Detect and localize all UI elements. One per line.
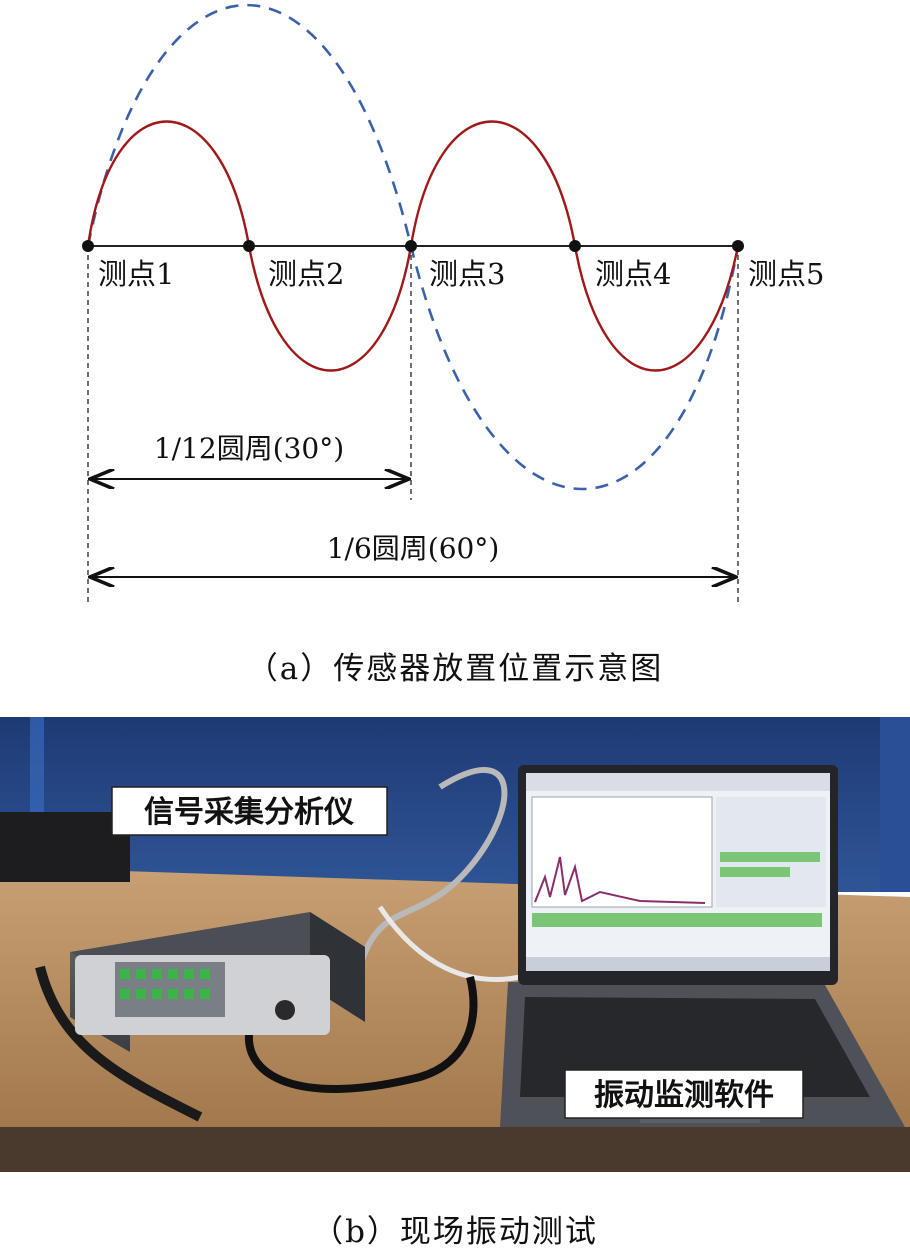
span-long-label: 1/6圆周(60°): [327, 532, 500, 565]
desk-edge: [0, 1127, 910, 1172]
point-label-4: 测点4: [595, 257, 671, 291]
analyzer-knob: [275, 1000, 295, 1020]
wall-rack-2: [880, 717, 910, 892]
screen-taskbar: [526, 957, 830, 971]
cable-bundle: [35, 965, 203, 1122]
span-short-label: 1/12圆周(30°): [154, 432, 344, 465]
cable-white: [377, 905, 521, 982]
point-label-1: 测点1: [98, 257, 174, 291]
screen-spectrum: [534, 856, 706, 904]
caption-a: （a）传感器放置位置示意图: [246, 651, 664, 687]
point-marker-4: [569, 240, 581, 252]
screen-plot-area: [531, 796, 713, 908]
software-label: 振动监测软件: [594, 1078, 774, 1113]
point-label-5: 测点5: [748, 257, 824, 291]
cable-black: [244, 976, 478, 1093]
caption-b: （b）现场振动测试: [312, 1214, 598, 1250]
screen-green-bar-1: [720, 852, 820, 862]
analyzer-label-box: [111, 786, 388, 836]
point-marker-5: [732, 240, 744, 252]
point-marker-3: [405, 240, 417, 252]
screen-green-bar-2: [720, 867, 790, 877]
analyzer-label: 信号采集分析仪: [144, 795, 354, 830]
point-label-2: 测点2: [268, 257, 344, 291]
point-marker-1: [82, 240, 94, 252]
field-test-photo: 信号采集分析仪 振动监测软件: [0, 717, 910, 1172]
black-device: [0, 812, 130, 882]
software-label-box: [564, 1069, 804, 1119]
screen-toolbar: [526, 773, 830, 791]
analyzer-green-ports: [120, 969, 210, 999]
screen-status-bar: [532, 913, 822, 927]
point-label-3: 测点3: [429, 257, 505, 291]
sensor-placement-diagram: 测点1 测点2 测点3 测点4 测点5 1/12圆周(30°) 1/6圆周(60…: [82, 3, 824, 605]
point-marker-2: [243, 240, 255, 252]
cable-gray: [357, 766, 508, 968]
